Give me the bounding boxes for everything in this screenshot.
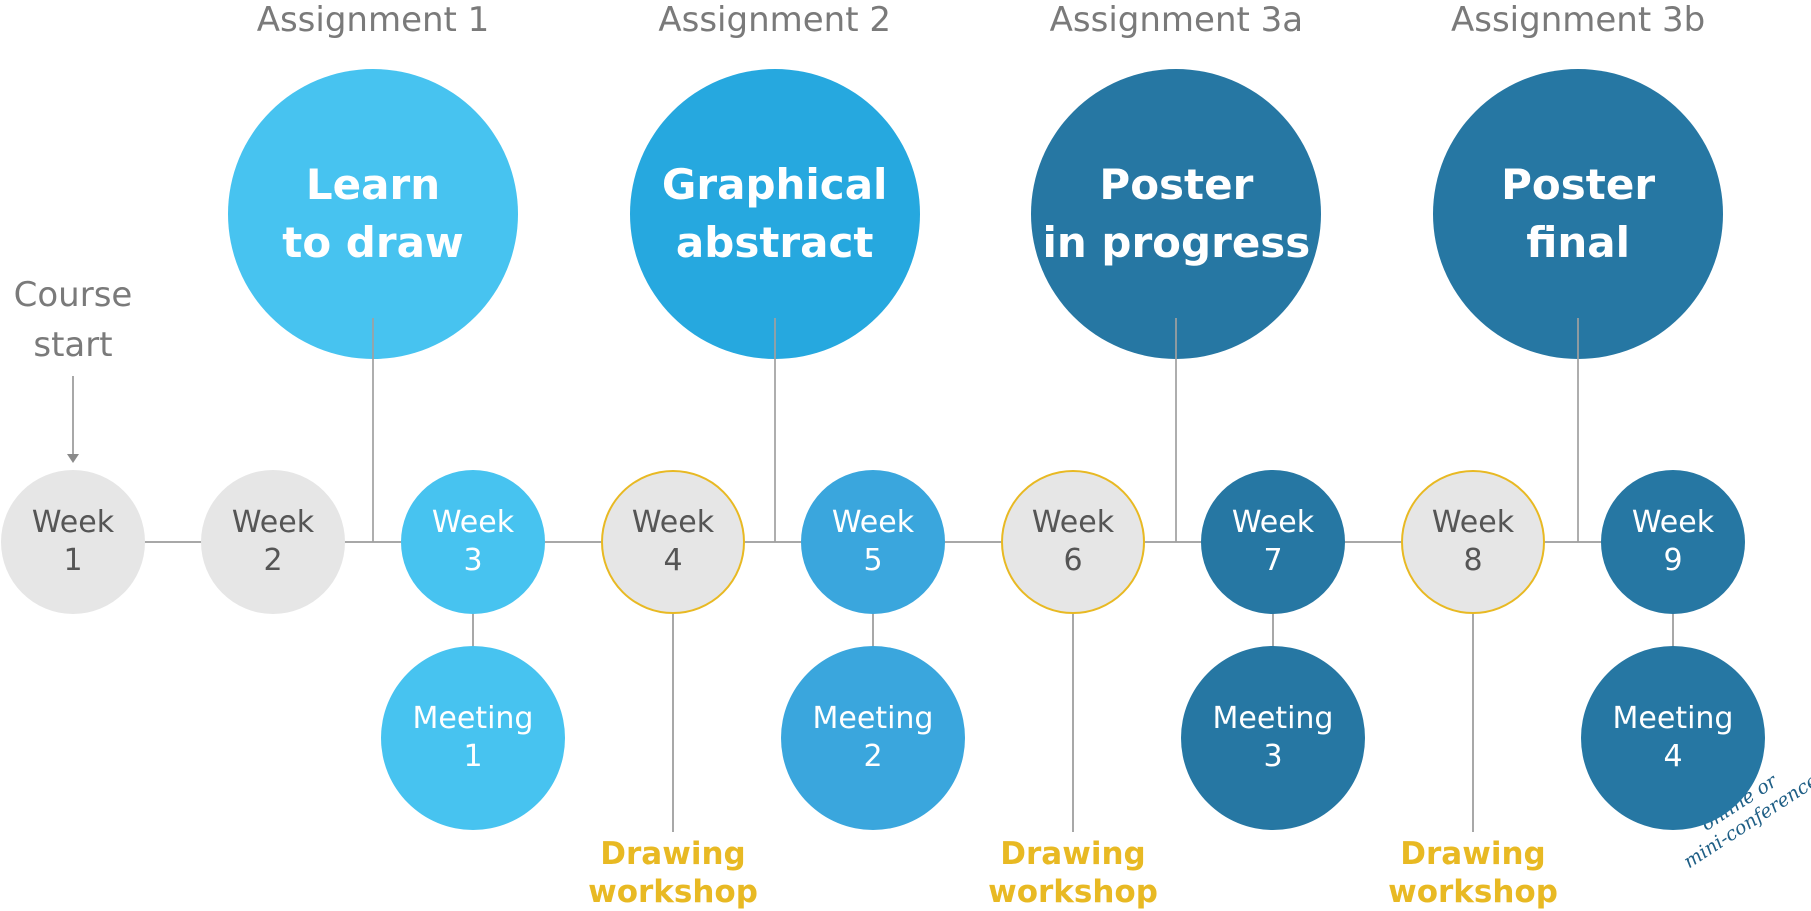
meeting-connector (1672, 600, 1674, 660)
workshop-line-1: Drawing (600, 836, 746, 872)
week-number: 6 (1063, 543, 1083, 578)
assignment-circle: Graphical abstract (629, 69, 920, 359)
assignment-connector (773, 318, 776, 542)
meeting-connector (472, 600, 474, 660)
assignment-label: Assignment 3b (1450, 0, 1706, 40)
workshop-connector (1072, 600, 1074, 832)
assignment-circle: Learn to draw (228, 69, 518, 359)
assignment-title-line-2: to draw (282, 218, 464, 267)
week-number: 8 (1463, 543, 1483, 578)
assignment-title-line-1: Graphical (661, 160, 888, 209)
workshop-line-2: workshop (1388, 874, 1558, 910)
assignment-title-line-1: Learn (305, 160, 441, 209)
meeting-connector (1272, 600, 1274, 660)
assignment-title-line-1: Poster (1099, 160, 1254, 209)
week-word: Week (1631, 505, 1715, 540)
course-start-line-2: start (33, 325, 113, 365)
workshop-connector (1472, 600, 1474, 832)
course-start-label: Course start (0, 270, 173, 370)
workshop-connector (672, 600, 674, 832)
assignment-title-line-2: abstract (675, 218, 874, 267)
week-number: 2 (263, 543, 283, 578)
course-start-arrow-head-icon (67, 454, 79, 463)
week-word: Week (1231, 505, 1315, 540)
week-word: Week (1031, 505, 1115, 540)
workshop-line-2: workshop (588, 874, 758, 910)
assignment-circle: Poster final (1433, 69, 1724, 359)
meeting-number: 2 (863, 739, 883, 774)
workshop-line-1: Drawing (1000, 836, 1146, 872)
week-number: 1 (63, 543, 83, 578)
week-number: 9 (1663, 543, 1683, 578)
assignment-connector (1577, 318, 1580, 542)
assignment-circle: Poster in progress (1031, 69, 1322, 359)
week-number: 7 (1263, 543, 1283, 578)
workshop-line-1: Drawing (1400, 836, 1546, 872)
week-word: Week (31, 505, 115, 540)
week-number: 5 (863, 543, 883, 578)
week-word: Week (431, 505, 515, 540)
meeting-number: 1 (463, 739, 483, 774)
week-word: Week (1431, 505, 1515, 540)
assignment-connector (372, 318, 374, 542)
meeting-word: Meeting (1612, 701, 1734, 736)
assignment-label: Assignment 2 (658, 0, 891, 40)
week-word: Week (231, 505, 315, 540)
assignment-connector (1175, 318, 1178, 542)
meeting-number: 4 (1663, 739, 1683, 774)
assignment-label: Assignment 3a (1049, 0, 1304, 40)
assignment-label: Assignment 1 (256, 0, 490, 40)
workshop-line-2: workshop (988, 874, 1158, 910)
week-word: Week (831, 505, 915, 540)
meeting-word: Meeting (412, 701, 534, 736)
meeting-number: 3 (1263, 739, 1283, 774)
course-start-line-1: Course (13, 275, 133, 315)
assignment-title-line-1: Poster (1501, 160, 1656, 209)
week-word: Week (631, 505, 715, 540)
meeting-connector (872, 600, 874, 660)
week-number: 4 (663, 543, 683, 578)
meeting-word: Meeting (812, 701, 934, 736)
week-number: 3 (463, 543, 483, 578)
course-start-arrow-shaft (72, 376, 74, 456)
meeting-word: Meeting (1212, 701, 1334, 736)
assignment-title-line-2: in progress (1042, 218, 1311, 267)
assignment-title-line-2: final (1526, 218, 1630, 267)
